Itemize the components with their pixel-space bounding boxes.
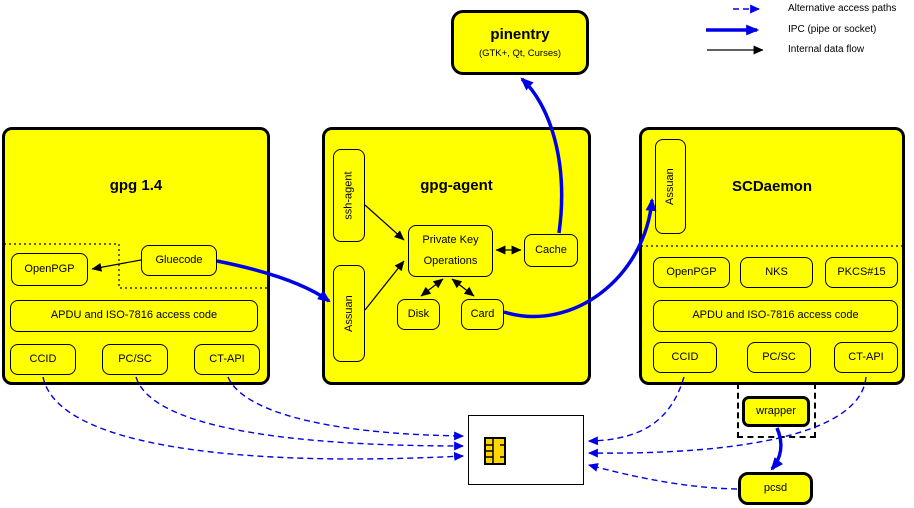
scdaemon-nks-node: NKS: [740, 257, 813, 288]
legend-ipc-label: IPC (pipe or socket): [788, 24, 877, 35]
gpg-agent-assuan-label: Assuan: [342, 295, 355, 332]
pinentry-title: pinentry: [490, 26, 550, 43]
cache-node: Cache: [524, 234, 578, 267]
scdaemon-openpgp-node: OpenPGP: [653, 257, 730, 288]
scdaemon-assuan-label: Assuan: [663, 168, 676, 205]
chip-icon: [484, 437, 506, 465]
scdaemon-ctapi-node: CT-API: [834, 342, 898, 373]
alt-arrow-gpg14-ctapi-to-smartcard: [227, 376, 465, 441]
gpg14-title: gpg 1.4: [109, 177, 163, 194]
gpg-agent-title: gpg-agent: [420, 177, 493, 194]
private-key-line1: Private Key: [422, 233, 479, 246]
alt-arrow-scdaemon-ctapi-to-smartcard: [587, 376, 867, 458]
gpg-agent-ssh-agent-node: ssh-agent: [333, 149, 365, 242]
pcsd-node: pcsd: [738, 472, 813, 505]
alt-arrow-gpg14-ccid-to-smartcard: [42, 376, 465, 461]
scdaemon-pcsc-node: PC/SC: [747, 342, 811, 373]
scdaemon-ccid-node: CCID: [653, 342, 717, 373]
alt-arrow-gpg14-pcsc-to-smartcard: [135, 376, 465, 451]
gpg14-gluecode-node: Gluecode: [141, 245, 217, 276]
disk-node: Disk: [397, 299, 440, 330]
scdaemon-apdu-node: APDU and ISO-7816 access code: [653, 300, 898, 332]
scdaemon-assuan-node: Assuan: [655, 139, 686, 234]
scdaemon-title: SCDaemon: [731, 178, 813, 195]
card-node: Card: [461, 299, 504, 330]
gpg14-pcsc-node: PC/SC: [102, 344, 168, 375]
gpg-agent-assuan-node: Assuan: [333, 265, 365, 362]
alt-arrow-scdaemon-ccid-to-smartcard: [587, 376, 685, 446]
gpg14-ccid-node: CCID: [10, 344, 76, 375]
gpg14-openpgp-node: OpenPGP: [11, 253, 88, 286]
pinentry-subtitle: (GTK+, Qt, Curses): [478, 48, 562, 59]
gpg14-ctapi-node: CT-API: [194, 344, 260, 375]
scdaemon-pkcs15-node: PKCS#15: [825, 257, 898, 288]
ssh-agent-label: ssh-agent: [342, 171, 355, 220]
gpg14-apdu-node: APDU and ISO-7816 access code: [10, 300, 258, 332]
wrapper-node: wrapper: [742, 396, 810, 427]
legend-alternative-label: Alternative access paths: [788, 3, 897, 14]
alt-arrow-pcsd-to-smartcard: [587, 463, 738, 490]
legend-internal-label: Internal data flow: [788, 44, 865, 55]
private-key-line2: Operations: [423, 255, 478, 267]
pinentry-box: pinentry (GTK+, Qt, Curses): [451, 10, 589, 75]
smartcard: [468, 415, 584, 485]
private-key-operations-node: Private Key Operations: [408, 225, 493, 277]
